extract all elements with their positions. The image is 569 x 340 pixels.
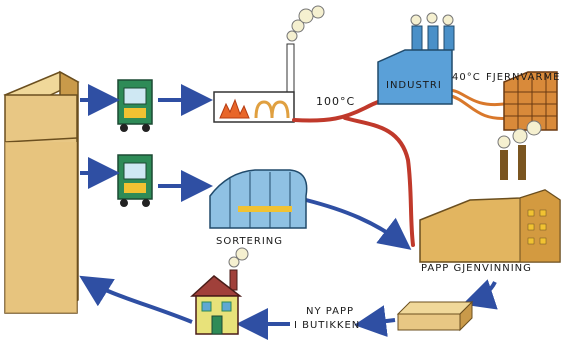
- collection-truck-icon: [117, 79, 153, 132]
- label-industri: INDUSTRI: [386, 80, 442, 91]
- label-temp-40: 40°C: [452, 72, 481, 83]
- label-i-butikken: I BUTIKKEN: [294, 320, 361, 331]
- label-papp-gjenvinning: PAPP GJENVINNING: [421, 263, 532, 274]
- cardboard-stack: [3, 70, 80, 314]
- label-sortering: SORTERING: [216, 236, 283, 247]
- new-cardboard-sheet: [396, 300, 474, 332]
- industry-building: [377, 12, 455, 105]
- sorting-hall: [209, 169, 308, 229]
- incinerator-icon: [213, 5, 325, 123]
- label-ny-papp: NY PAPP: [306, 306, 355, 317]
- paper-recycling-factory: [419, 120, 561, 263]
- flow-arrows: [79, 84, 498, 340]
- shop-house: [190, 247, 249, 335]
- label-fjernvarme: FJERNVARME: [486, 72, 561, 83]
- collection-truck-icon: [117, 154, 153, 207]
- label-temp-100: 100°C: [316, 95, 356, 108]
- district-heating-building: [503, 71, 558, 131]
